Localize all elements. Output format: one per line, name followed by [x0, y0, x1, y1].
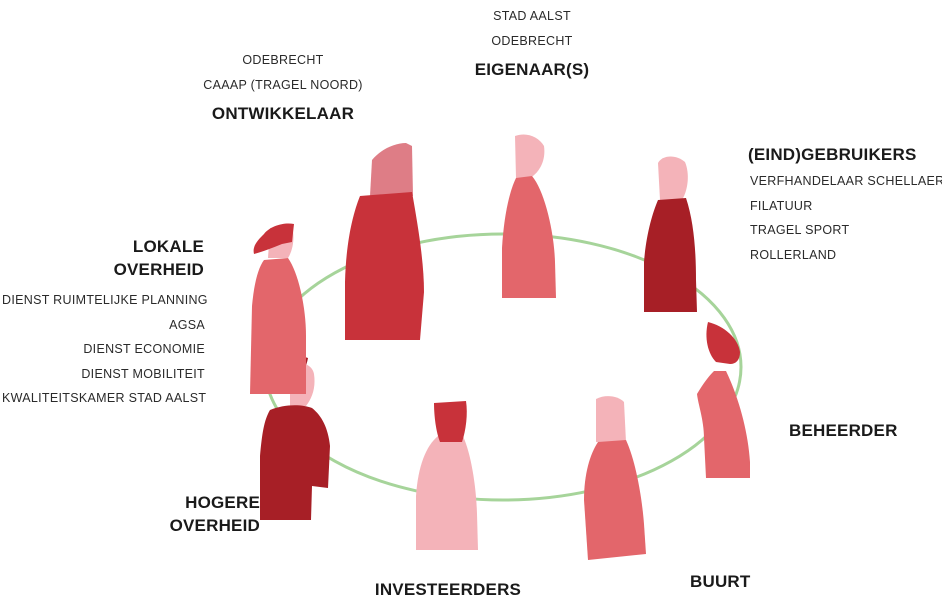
gebruikers-item: VERFHANDELAAR SCHELLAERT — [750, 174, 942, 188]
figure-lokale-overheid-hat — [253, 223, 294, 254]
figure-eigenaar-body — [502, 176, 556, 298]
hogere-overheid-title-line: OVERHEID — [169, 516, 260, 535]
figure-investeerders-head — [434, 401, 467, 442]
figure-buurt-head — [596, 396, 626, 442]
lokale-overheid-item: AGSA — [169, 317, 205, 332]
figure-eigenaar-head — [515, 134, 545, 178]
figure-ontwikkelaar-head — [370, 143, 413, 196]
ontwikkelaar-item: CAAAP (TRAGEL NOORD) — [203, 77, 363, 92]
figure-ontwikkelaar-body — [345, 192, 424, 340]
lokale-overheid-title-line: OVERHEID — [113, 260, 204, 279]
eigenaar-item: STAD AALST — [493, 9, 571, 23]
figure-buurt-body — [584, 440, 646, 560]
figure-gebruikers-head — [658, 156, 688, 200]
figure-eigenaar — [502, 134, 556, 298]
hogere-overheid-title-line: HOGERE — [185, 493, 260, 512]
gebruikers-title: (EIND)GEBRUIKERS — [748, 145, 917, 164]
eigenaar-items: STAD AALST ODEBRECHT — [472, 4, 592, 53]
figure-investeerders — [416, 401, 478, 550]
lokale-overheid-title: LOKALE OVERHEID — [40, 235, 204, 281]
lokale-overheid-item: DIENST MOBILITEIT — [81, 366, 205, 381]
figure-hogere-overheid-body — [260, 405, 330, 520]
hogere-overheid-title: HOGERE OVERHEID — [80, 491, 260, 537]
gebruikers-items: VERFHANDELAAR SCHELLAERT FILATUUR TRAGEL… — [750, 169, 942, 267]
lokale-overheid-item: DIENST RUIMTELIJKE PLANNING — [2, 293, 208, 307]
ontwikkelaar-title: ONTWIKKELAAR — [211, 104, 355, 123]
gebruikers-item: ROLLERLAND — [750, 247, 837, 262]
lokale-overheid-items: DIENST RUIMTELIJKE PLANNING AGSA DIENST … — [2, 288, 208, 411]
figure-gebruikers-body — [644, 198, 697, 312]
eigenaar-item: ODEBRECHT — [491, 33, 573, 48]
gebruikers-item: TRAGEL SPORT — [750, 223, 850, 237]
eigenaar-title: EIGENAAR(S) — [474, 60, 590, 79]
figure-lokale-overheid — [250, 223, 306, 394]
buurt-title: BUURT — [690, 572, 751, 591]
figure-gebruikers — [644, 156, 697, 312]
investeerders-title: INVESTEERDERS — [374, 580, 522, 599]
figure-beheerder-body — [697, 371, 750, 478]
figure-investeerders-body — [416, 434, 478, 550]
figure-ontwikkelaar — [345, 143, 424, 340]
ontwikkelaar-item: ODEBRECHT — [242, 53, 324, 67]
figure-beheerder-head — [706, 322, 740, 364]
beheerder-title: BEHEERDER — [789, 421, 898, 440]
lokale-overheid-title-line: LOKALE — [132, 237, 204, 256]
ontwikkelaar-items: ODEBRECHT CAAAP (TRAGEL NOORD) — [188, 48, 378, 97]
lokale-overheid-item: KWALITEITSKAMER STAD AALST — [2, 391, 207, 405]
figure-lokale-overheid-body — [250, 258, 306, 394]
gebruikers-item: FILATUUR — [750, 198, 813, 213]
lokale-overheid-item: DIENST ECONOMIE — [83, 342, 205, 356]
figure-buurt — [584, 396, 646, 560]
figure-beheerder — [697, 322, 750, 478]
